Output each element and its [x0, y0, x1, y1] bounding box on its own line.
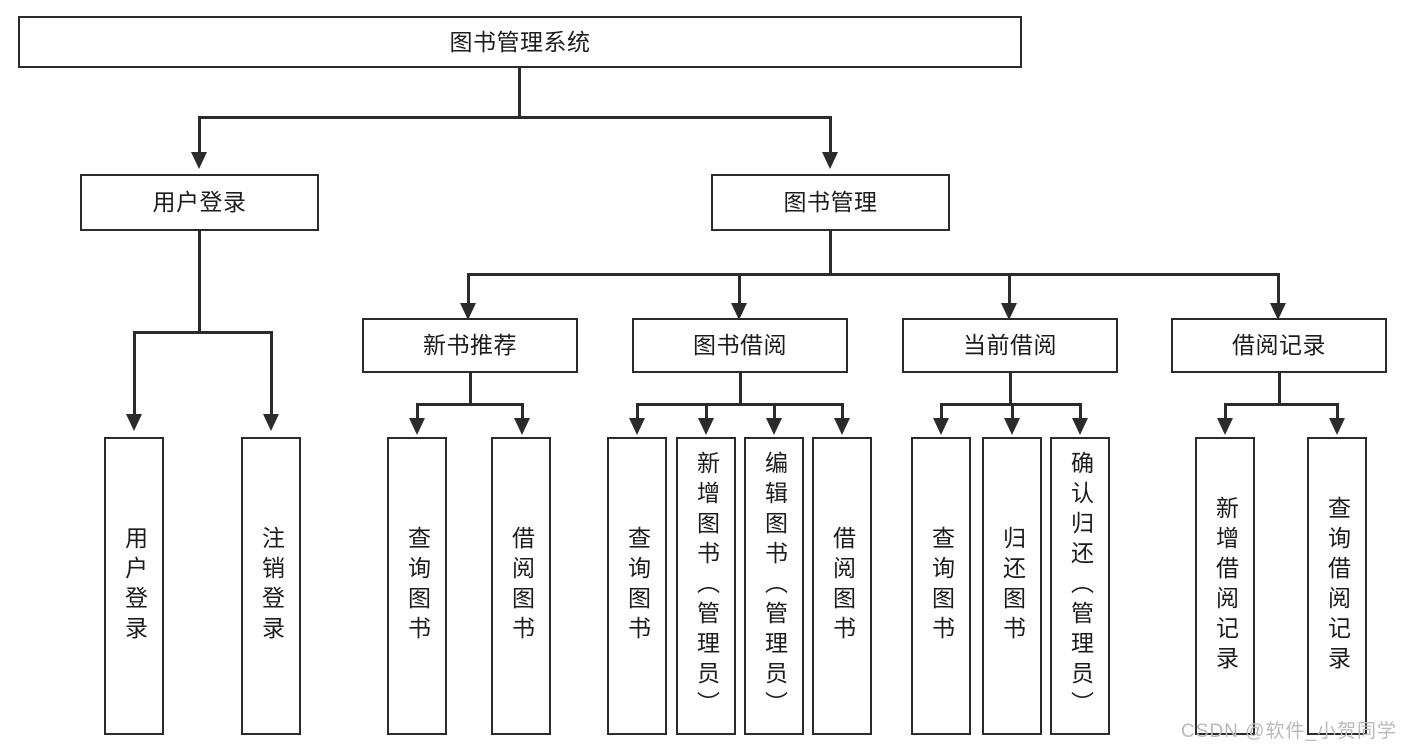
leaf-borrow-borrow-book-label: 借阅图书 [829, 526, 856, 646]
node-new-book-recommend-label: 新书推荐 [423, 332, 517, 359]
edge-current-to-leaf-2 [1079, 403, 1082, 420]
leaf-user-login-logout-label: 注销登录 [258, 526, 285, 646]
edge-book-mgmt-to-l2-3 [1277, 273, 1280, 305]
leaf-borrow-add-book[interactable]: 新增图书（管理员） [676, 437, 736, 735]
node-current-borrow[interactable]: 当前借阅 [902, 318, 1118, 373]
leaf-record-query-record-label: 查询借阅记录 [1324, 496, 1351, 676]
arrowhead-current-leaf-2 [1072, 418, 1088, 435]
edge-record-to-leaf-1 [1336, 403, 1339, 420]
leaf-current-confirm-return[interactable]: 确认归还（管理员） [1050, 437, 1110, 735]
edge-borrow-bus [636, 403, 844, 406]
leaf-user-login-login-label: 用户登录 [121, 526, 148, 646]
edge-root-to-book-mgmt [829, 116, 832, 154]
node-root[interactable]: 图书管理系统 [18, 16, 1022, 68]
edge-user-login-to-leaf-1 [270, 331, 273, 416]
edge-recommend-bus [416, 403, 524, 406]
edge-current-to-leaf-1 [1011, 403, 1014, 420]
edge-book-mgmt-to-l2-1 [738, 273, 741, 305]
edge-borrow-to-leaf-2 [773, 403, 776, 420]
edge-current-to-leaf-0 [940, 403, 943, 420]
leaf-user-login-login[interactable]: 用户登录 [104, 437, 164, 735]
edge-book-mgmt-to-l2-0 [467, 273, 470, 305]
arrowhead-l2-2 [1001, 303, 1017, 320]
arrowhead-l2-1 [731, 303, 747, 320]
edge-borrow-to-leaf-0 [636, 403, 639, 420]
node-book-borrow-label: 图书借阅 [693, 332, 787, 359]
leaf-current-return-book-label: 归还图书 [999, 526, 1026, 646]
edge-record-bus [1224, 403, 1339, 406]
watermark: CSDN @软件_小贺同学 [1181, 721, 1397, 742]
leaf-user-login-logout[interactable]: 注销登录 [241, 437, 301, 735]
node-borrow-record-label: 借阅记录 [1232, 332, 1326, 359]
leaf-recommend-borrow-book-label: 借阅图书 [508, 526, 535, 646]
edge-root-to-user-login [198, 116, 201, 154]
arrowhead-recommend-leaf-1 [514, 418, 530, 435]
leaf-borrow-edit-book-label: 编辑图书（管理员） [761, 451, 788, 721]
leaf-record-add-record-label: 新增借阅记录 [1212, 496, 1239, 676]
leaf-borrow-query-book[interactable]: 查询图书 [607, 437, 667, 735]
arrowhead-current-leaf-1 [1004, 418, 1020, 435]
edge-record-to-leaf-0 [1224, 403, 1227, 420]
edge-user-login-stem [198, 231, 201, 333]
edge-user-login-to-leaf-0 [133, 331, 136, 416]
arrowhead-borrow-leaf-3 [834, 418, 850, 435]
node-book-management-label: 图书管理 [783, 189, 878, 216]
edge-borrow-stem [739, 373, 742, 405]
arrowhead-record-leaf-0 [1217, 418, 1233, 435]
arrowhead-borrow-leaf-1 [698, 418, 714, 435]
edge-book-mgmt-bus [467, 273, 1280, 276]
edge-root-bus [198, 116, 832, 119]
arrowhead-user-login [191, 152, 207, 169]
edge-book-mgmt-to-l2-2 [1008, 273, 1011, 305]
node-borrow-record[interactable]: 借阅记录 [1171, 318, 1387, 373]
arrowhead-book-mgmt [822, 152, 838, 169]
leaf-current-query-book-label: 查询图书 [928, 526, 955, 646]
edge-root-stem [518, 68, 521, 118]
edge-recommend-stem [469, 373, 472, 405]
leaf-current-query-book[interactable]: 查询图书 [911, 437, 971, 735]
leaf-borrow-add-book-label: 新增图书（管理员） [693, 451, 720, 721]
arrowhead-current-leaf-0 [933, 418, 949, 435]
node-book-borrow[interactable]: 图书借阅 [632, 318, 848, 373]
leaf-current-confirm-return-label: 确认归还（管理员） [1067, 451, 1094, 721]
arrowhead-l2-0 [460, 303, 476, 320]
edge-user-login-bus [133, 331, 270, 334]
edge-borrow-to-leaf-3 [841, 403, 844, 420]
arrowhead-record-leaf-1 [1329, 418, 1345, 435]
edge-borrow-to-leaf-1 [705, 403, 708, 420]
node-root-label: 图书管理系统 [449, 28, 591, 55]
node-user-login[interactable]: 用户登录 [80, 174, 319, 231]
edge-book-mgmt-stem [829, 231, 832, 275]
leaf-borrow-edit-book[interactable]: 编辑图书（管理员） [744, 437, 804, 735]
arrowhead-borrow-leaf-0 [629, 418, 645, 435]
edge-recommend-to-leaf-0 [416, 403, 419, 420]
edge-current-stem [1009, 373, 1012, 405]
leaf-recommend-query-book[interactable]: 查询图书 [387, 437, 447, 735]
arrowhead-l2-3 [1270, 303, 1286, 320]
node-current-borrow-label: 当前借阅 [963, 332, 1057, 359]
leaf-borrow-query-book-label: 查询图书 [624, 526, 651, 646]
edge-recommend-to-leaf-1 [521, 403, 524, 420]
arrowhead-recommend-leaf-0 [409, 418, 425, 435]
leaf-current-return-book[interactable]: 归还图书 [982, 437, 1042, 735]
node-book-management[interactable]: 图书管理 [711, 174, 950, 231]
node-user-login-label: 用户登录 [152, 189, 247, 216]
leaf-record-add-record[interactable]: 新增借阅记录 [1195, 437, 1255, 735]
node-new-book-recommend[interactable]: 新书推荐 [362, 318, 578, 373]
leaf-recommend-query-book-label: 查询图书 [404, 526, 431, 646]
arrowhead-borrow-leaf-2 [766, 418, 782, 435]
leaf-borrow-borrow-book[interactable]: 借阅图书 [812, 437, 872, 735]
leaf-recommend-borrow-book[interactable]: 借阅图书 [491, 437, 551, 735]
edge-record-stem [1278, 373, 1281, 405]
arrowhead-user-login-leaf-0 [126, 414, 142, 431]
leaf-record-query-record[interactable]: 查询借阅记录 [1307, 437, 1367, 735]
arrowhead-user-login-leaf-1 [263, 414, 279, 431]
